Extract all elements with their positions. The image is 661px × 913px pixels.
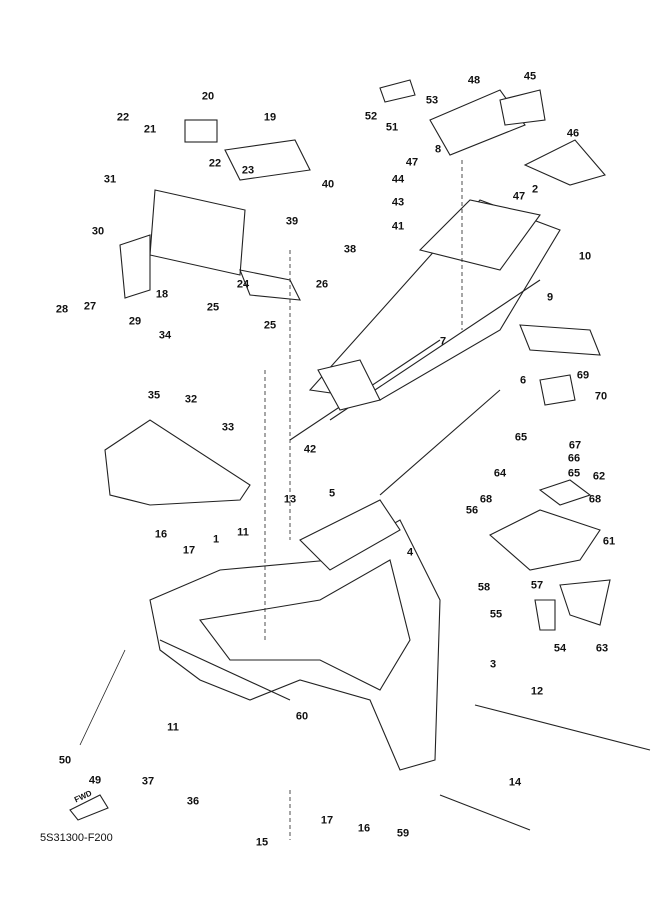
part-label: 13 [283,493,297,506]
part-label: 46 [566,127,580,140]
part-label: 35 [147,389,161,402]
battery-box [119,119,311,301]
part-label: 14 [508,776,522,789]
part-label: 68 [588,493,602,506]
part-label: 20 [201,90,215,103]
part-label: 28 [55,303,69,316]
electrical-plate [489,479,611,631]
part-label: 65 [567,467,581,480]
part-label: 66 [567,452,581,465]
part-label: 5 [328,487,336,500]
part-label: 18 [155,288,169,301]
part-label: 60 [295,710,309,723]
part-label: 9 [546,291,554,304]
part-label: 16 [357,822,371,835]
part-label: 65 [514,431,528,444]
part-label: 24 [236,278,250,291]
part-label: 11 [167,721,179,734]
part-label: 52 [364,110,378,123]
part-label: 63 [595,642,609,655]
part-label: 15 [255,836,269,849]
part-label: 8 [434,143,442,156]
part-label: 39 [285,215,299,228]
part-label: 25 [206,301,220,314]
part-label: 29 [128,315,142,328]
diagram-code: 5S31300-F200 [40,832,113,844]
part-label: 48 [467,74,481,87]
part-label: 55 [489,608,503,621]
part-label: 37 [141,775,155,788]
part-label: 47 [512,190,526,203]
rear-fender [379,79,606,406]
part-label: 58 [477,581,491,594]
part-label: 3 [489,658,497,671]
part-label: 10 [578,250,592,263]
part-label: 43 [391,196,405,209]
part-label: 54 [553,642,567,655]
part-label: 44 [391,173,405,186]
part-label: 41 [391,220,405,233]
part-label: 50 [58,754,72,767]
part-label: 51 [385,121,399,134]
part-label: 59 [396,827,410,840]
part-label: 27 [83,300,97,313]
under-tray [104,419,251,506]
part-label: 17 [182,544,196,557]
part-label: 17 [320,814,334,827]
part-label: 6 [519,374,527,387]
part-label: 68 [479,493,493,506]
part-label: 38 [343,243,357,256]
part-label: 57 [530,579,544,592]
part-label: 61 [602,535,616,548]
part-label: 36 [186,795,200,808]
part-label: 16 [154,528,168,541]
part-label: 56 [465,504,479,517]
part-label: 53 [425,94,439,107]
part-label: 47 [405,156,419,169]
part-label: 69 [576,369,590,382]
part-label: 32 [184,393,198,406]
axle-bolt-12 [474,704,651,751]
part-label: 34 [158,329,172,342]
part-label: 70 [594,390,608,403]
part-label: 26 [315,278,329,291]
part-label: 19 [263,111,277,124]
part-label: 64 [493,467,507,480]
part-label: 23 [241,164,255,177]
part-label: 25 [263,319,277,332]
part-label: 45 [523,70,537,83]
rear-frame [289,199,561,496]
main-frame [149,499,441,771]
part-label: 4 [406,546,414,559]
part-label: 2 [531,183,539,196]
fwd-arrow-icon [69,794,109,821]
part-label: 1 [212,533,220,546]
part-label: 67 [568,439,582,452]
part-label: 49 [88,774,102,787]
part-label: 22 [116,111,130,124]
part-label: 30 [91,225,105,238]
part-label: 22 [208,157,222,170]
part-label: 21 [143,123,157,136]
part-label: 31 [103,173,117,186]
part-label: 62 [592,470,606,483]
part-label: 42 [303,443,317,456]
part-label: 7 [439,335,447,348]
part-label: 12 [530,685,544,698]
part-label: 11 [237,526,249,539]
part-label: 40 [321,178,335,191]
part-label: 33 [221,421,235,434]
axle-bolt-14 [439,794,531,831]
